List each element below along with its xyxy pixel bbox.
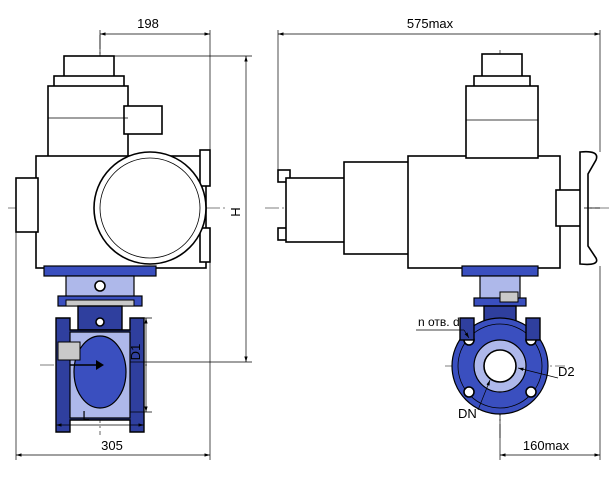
dim-160-label: 160max: [523, 438, 570, 453]
side-view: [265, 50, 612, 440]
dim-n-otv-label: n отв. d: [418, 315, 460, 329]
dim-DN-label: DN: [458, 406, 477, 421]
front-view: [8, 35, 225, 435]
dim-198-label: 198: [137, 16, 159, 31]
dim-305-label: 305: [101, 438, 123, 453]
dim-H-label: H: [228, 207, 243, 216]
dim-L-label: L: [82, 408, 89, 423]
dim-D2-label: D2: [558, 364, 575, 379]
side-view-dimensions: 575max n отв. d D2 DN 160max: [277, 16, 601, 460]
dim-575-label: 575max: [407, 16, 454, 31]
gearbox-cover-circle: [93, 151, 207, 265]
front-view-dimensions: 198 H D1 L 305: [15, 16, 252, 460]
dim-D1-label: D1: [128, 344, 143, 361]
